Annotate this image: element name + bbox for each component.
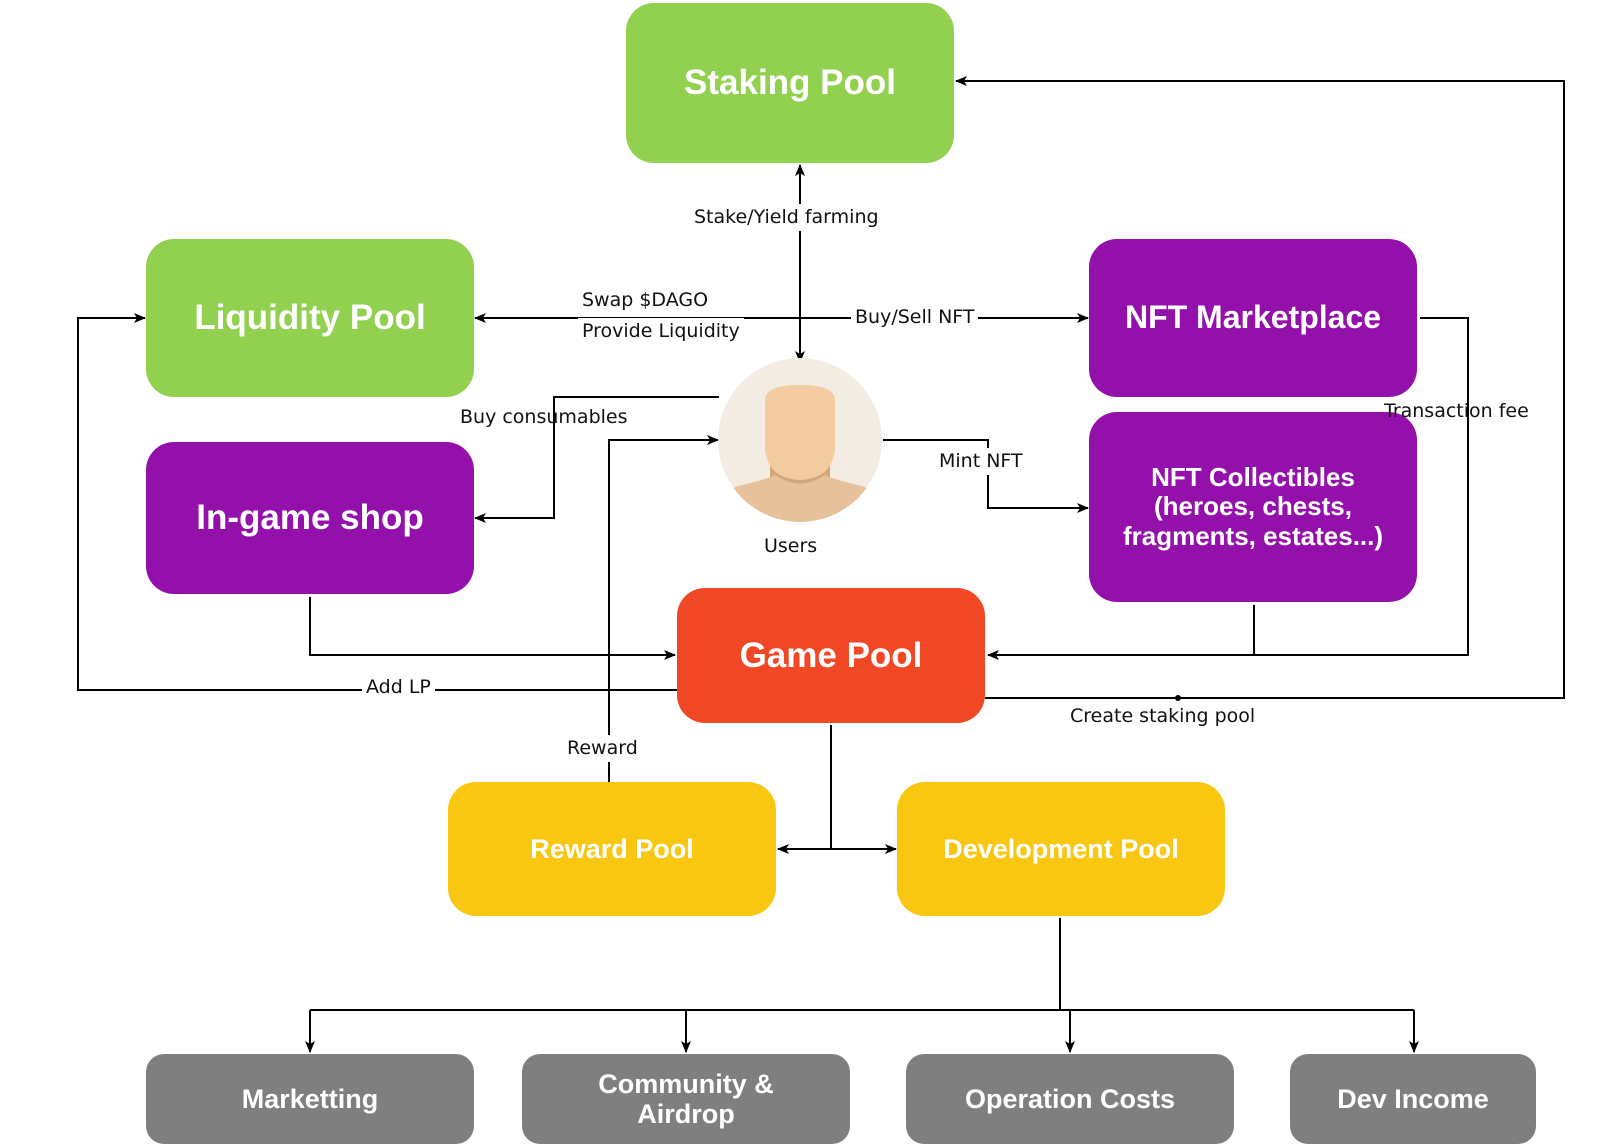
marketing-label: Marketting — [241, 1083, 379, 1114]
community-airdrop-node[interactable]: Community & Airdrop — [522, 1054, 850, 1144]
users-label: Users — [764, 535, 818, 557]
operation-costs-node[interactable]: Operation Costs — [906, 1054, 1234, 1144]
dev-income-node[interactable]: Dev Income — [1290, 1054, 1536, 1144]
mint-nft-label: Mint NFT — [935, 448, 1027, 475]
buy-consumables-label: Buy consumables — [460, 406, 628, 428]
swap-label-1: Swap $DAGO — [578, 287, 713, 314]
edge-create-staking — [955, 76, 1565, 699]
staking-pool-label: Staking Pool — [684, 63, 896, 103]
nft-collectibles-label-2: (heroes, chests, — [1154, 491, 1352, 522]
nft-collectibles-node[interactable]: NFT Collectibles (heroes, chests, fragme… — [1089, 412, 1417, 602]
user-avatar-icon — [718, 358, 882, 522]
liquidity-pool-label: Liquidity Pool — [194, 298, 426, 338]
operation-costs-label: Operation Costs — [964, 1083, 1176, 1114]
edge-shop-gamepool — [309, 597, 676, 660]
development-pool-label: Development Pool — [943, 833, 1179, 864]
staking-pool-node[interactable]: Staking Pool — [626, 3, 954, 163]
nft-marketplace-label: NFT Marketplace — [1124, 299, 1382, 336]
create-staking-junction-dot — [1175, 695, 1181, 701]
dev-income-label: Dev Income — [1337, 1083, 1489, 1114]
reward-pool-node[interactable]: Reward Pool — [448, 782, 776, 916]
create-staking-pool-label: Create staking pool — [1070, 705, 1256, 727]
game-pool-node[interactable]: Game Pool — [677, 588, 985, 723]
reward-pool-label: Reward Pool — [530, 833, 694, 864]
ingame-shop-label: In-game shop — [196, 498, 424, 538]
nft-collectibles-label-1: NFT Collectibles — [1151, 462, 1355, 493]
add-lp-label: Add LP — [362, 674, 435, 701]
nft-collectibles-label-3: fragments, estates...) — [1122, 520, 1384, 551]
marketing-node[interactable]: Marketting — [146, 1054, 474, 1144]
development-pool-node[interactable]: Development Pool — [897, 782, 1225, 916]
community-label-1: Community & — [598, 1068, 774, 1099]
transaction-fee-label: Transaction fee — [1384, 400, 1529, 422]
game-pool-label: Game Pool — [739, 635, 923, 675]
liquidity-pool-node[interactable]: Liquidity Pool — [146, 239, 474, 397]
stake-yield-label: Stake/Yield farming — [690, 204, 883, 231]
swap-label-2: Provide Liquidity — [578, 318, 744, 345]
buy-sell-nft-label: Buy/Sell NFT — [851, 304, 979, 331]
reward-label: Reward — [563, 735, 642, 762]
edge-buy-consumables — [474, 396, 719, 523]
edge-reward-users — [608, 435, 719, 782]
ingame-shop-node[interactable]: In-game shop — [146, 442, 474, 594]
edge-txfee — [987, 317, 1469, 660]
community-label-2: Airdrop — [637, 1099, 735, 1129]
nft-marketplace-node[interactable]: NFT Marketplace — [1089, 239, 1417, 397]
